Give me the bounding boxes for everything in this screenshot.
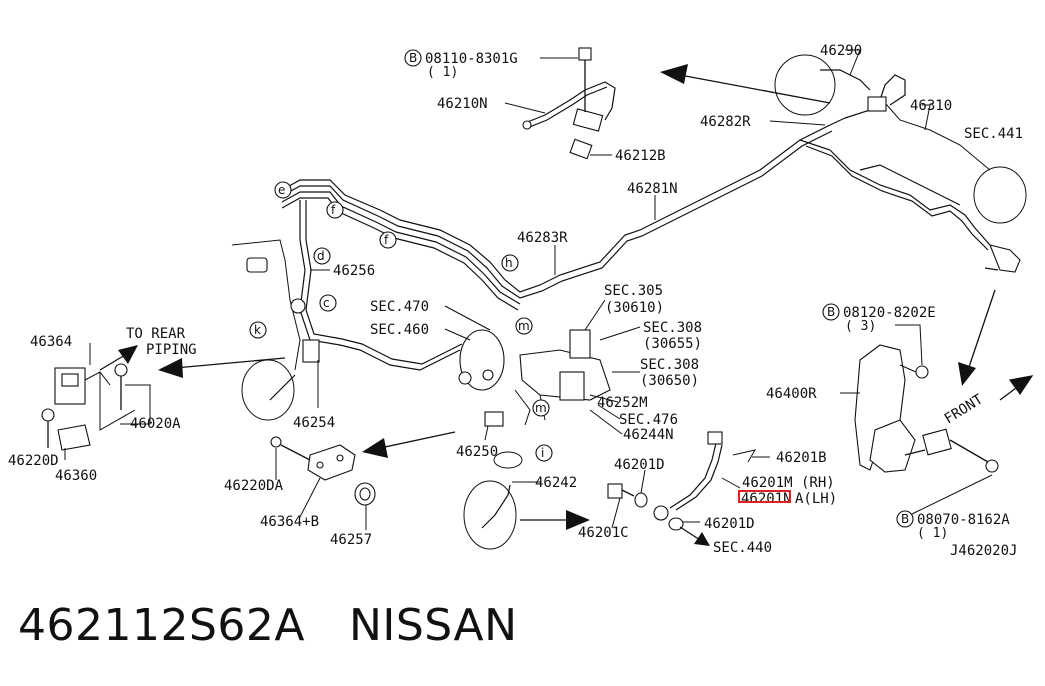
label-46201d-b: 46201D xyxy=(704,516,755,532)
label-sec308b-sub: (30650) xyxy=(640,373,699,389)
label-46201d-a: 46201D xyxy=(614,457,665,473)
label-sec476: SEC.476 xyxy=(619,412,678,428)
label-sec308a-sub: (30655) xyxy=(643,336,702,352)
part-number: 462112S62A xyxy=(18,600,305,651)
clip-letter: d xyxy=(317,249,325,263)
junction-46364b xyxy=(270,436,376,506)
brand-name: NISSAN xyxy=(348,600,518,651)
clip-letter: m xyxy=(518,319,530,333)
label-46220da: 46220DA xyxy=(224,478,284,494)
label-bolt-top-qty: ( 1) xyxy=(427,65,458,80)
label-46201n: 46201N xyxy=(741,491,792,507)
direction-arrows xyxy=(99,64,1034,546)
label-piping: PIPING xyxy=(146,342,197,358)
b-mark: B xyxy=(901,512,909,526)
label-46400r: 46400R xyxy=(766,386,817,402)
brake-piping-diagram: e f f d h c k m m i B B B 08110-8301G ( … xyxy=(8,43,1034,559)
label-sec308a: SEC.308 xyxy=(643,320,702,336)
label-sec440: SEC.440 xyxy=(713,540,772,556)
b-mark: B xyxy=(409,51,417,65)
sensor-46290 xyxy=(774,54,1027,224)
footer: 462112S62A NISSAN xyxy=(18,600,518,651)
sensor-46242 xyxy=(463,480,517,550)
label-46201b: 46201B xyxy=(776,450,827,466)
label-46244n: 46244N xyxy=(623,427,674,443)
label-bolt-right: 08120-8202E xyxy=(843,305,936,321)
label-sec441: SEC.441 xyxy=(964,126,1023,142)
label-46283r: 46283R xyxy=(517,230,568,246)
rear-piping-parts xyxy=(41,363,136,451)
clip-letter: c xyxy=(323,296,330,310)
label-bolt-bottom: 08070-8162A xyxy=(917,512,1010,528)
label-46364b: 46364+B xyxy=(260,514,319,530)
clip-letter: f xyxy=(384,233,389,247)
caliper-46400r xyxy=(854,244,1021,473)
label-sec460: SEC.460 xyxy=(370,322,429,338)
label-46252m: 46252M xyxy=(597,395,648,411)
label-sec305: SEC.305 xyxy=(604,283,663,299)
label-46201c: 46201C xyxy=(578,525,629,541)
label-46364: 46364 xyxy=(30,334,72,350)
booster-assembly xyxy=(458,329,611,469)
clip-letter: e xyxy=(278,183,285,197)
clip-letter: i xyxy=(541,446,544,460)
clip-letter: m xyxy=(535,401,547,415)
label-bolt-right-qty: ( 3) xyxy=(845,319,876,334)
label-diagram-id: J462020J xyxy=(950,543,1017,559)
label-46290: 46290 xyxy=(820,43,862,59)
b-marks: B B B xyxy=(404,49,914,528)
label-46201m: 46201M (RH) xyxy=(742,475,835,491)
label-46250: 46250 xyxy=(456,444,498,460)
label-46282r: 46282R xyxy=(700,114,751,130)
label-46210n: 46210N xyxy=(437,96,488,112)
label-46310: 46310 xyxy=(910,98,952,114)
label-sec308b: SEC.308 xyxy=(640,357,699,373)
leader-lines xyxy=(64,49,993,530)
label-bolt-bottom-qty: ( 1) xyxy=(917,526,948,541)
label-to-rear: TO REAR xyxy=(126,326,186,342)
label-46020a: 46020A xyxy=(130,416,181,432)
label-front: FRONT xyxy=(942,391,987,427)
clip-letter: h xyxy=(505,256,513,270)
label-sec305-sub: (30610) xyxy=(605,300,664,316)
label-sec470: SEC.470 xyxy=(370,299,429,315)
label-46201n-lh: A(LH) xyxy=(795,491,837,507)
label-46242: 46242 xyxy=(535,475,577,491)
hose-46210n xyxy=(522,47,616,160)
main-pipe-bundle xyxy=(281,74,991,371)
label-46281n: 46281N xyxy=(627,181,678,197)
label-46254: 46254 xyxy=(293,415,335,431)
label-46360: 46360 xyxy=(55,468,97,484)
highlight-box xyxy=(738,490,791,503)
label-46257: 46257 xyxy=(330,532,372,548)
label-bolt-top: 08110-8301G xyxy=(425,51,518,67)
clip-callouts: e f f d h c k m m i xyxy=(249,181,553,462)
brake-hose-46201m xyxy=(607,431,757,531)
label-46212b: 46212B xyxy=(615,148,666,164)
left-bracket-assembly xyxy=(231,239,320,421)
clip-letter: k xyxy=(254,323,261,337)
b-mark: B xyxy=(827,305,835,319)
part-labels: 08110-8301G ( 1) 46210N 46212B 46290 463… xyxy=(8,43,1023,559)
clip-letter: f xyxy=(331,203,336,217)
label-46220d: 46220D xyxy=(8,453,59,469)
label-46256: 46256 xyxy=(333,263,375,279)
